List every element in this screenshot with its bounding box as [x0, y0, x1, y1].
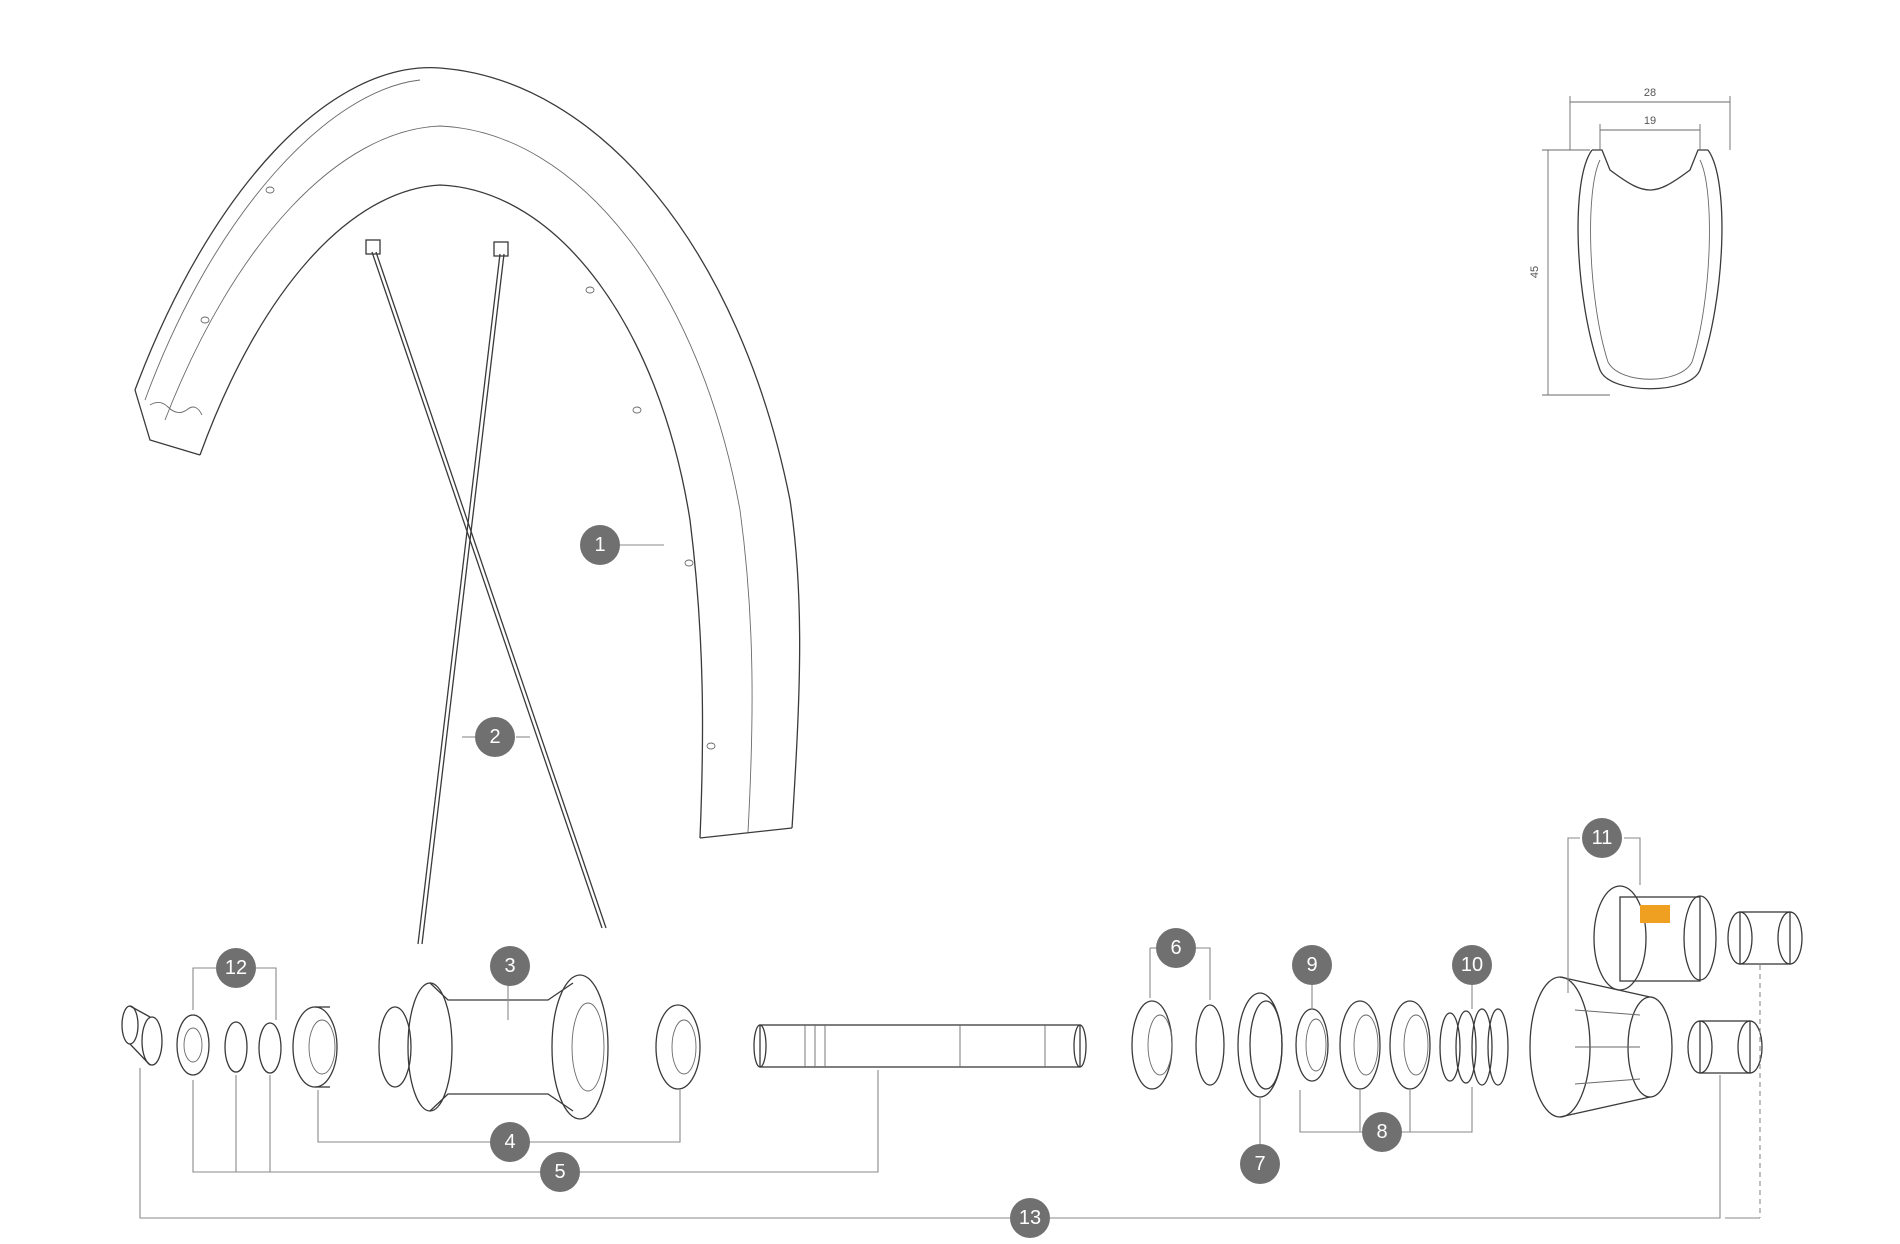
- callout-1-label: 1: [594, 534, 605, 556]
- callout-5-label: 5: [554, 1161, 565, 1183]
- callout-10-label: 10: [1461, 954, 1483, 976]
- freehub-body-alt: [1593, 885, 1717, 991]
- axle: [753, 1024, 1087, 1068]
- callout-4-label: 4: [504, 1131, 515, 1153]
- callout-10: 10: [1452, 945, 1492, 985]
- inner-width-label: 19: [1644, 115, 1656, 127]
- callout-4: 4: [490, 1122, 530, 1162]
- callout-6: 6: [1156, 928, 1196, 968]
- callout-12-label: 12: [225, 957, 247, 979]
- callout-8: 8: [1362, 1112, 1402, 1152]
- callout-5: 5: [540, 1152, 580, 1192]
- callout-2: 2: [475, 717, 515, 757]
- rim: [134, 67, 801, 839]
- callout-8-label: 8: [1376, 1121, 1387, 1143]
- callout-13: 13: [1010, 1198, 1050, 1238]
- callout-9-label: 9: [1306, 954, 1317, 976]
- callout-3: 3: [490, 946, 530, 986]
- rim-profile-dimensions: 28 19 45: [1529, 87, 1731, 396]
- rim-profile-drawing: [1577, 149, 1723, 390]
- end-cap-left: [121, 1005, 163, 1066]
- spokes: [365, 239, 607, 945]
- callout-7: 7: [1240, 1144, 1280, 1184]
- callout-11-label: 11: [1592, 827, 1613, 849]
- callout-9: 9: [1292, 945, 1332, 985]
- freehub-body: [1529, 976, 1673, 1118]
- hub-parts: [121, 885, 1803, 1120]
- leader-lines: [139, 544, 1761, 1219]
- callout-7-label: 7: [1254, 1153, 1265, 1175]
- outer-width-label: 28: [1644, 87, 1656, 99]
- callout-13-label: 13: [1019, 1207, 1041, 1229]
- callout-2-label: 2: [489, 726, 500, 748]
- callout-12: 12: [216, 948, 256, 988]
- callout-6-label: 6: [1170, 937, 1181, 959]
- callout-11: 11: [1582, 818, 1622, 858]
- callout-1: 1: [580, 525, 620, 565]
- rim-height-label: 45: [1529, 266, 1541, 278]
- callout-3-label: 3: [504, 955, 515, 977]
- hub-body: [378, 974, 609, 1120]
- freehub-logo: [1640, 905, 1670, 923]
